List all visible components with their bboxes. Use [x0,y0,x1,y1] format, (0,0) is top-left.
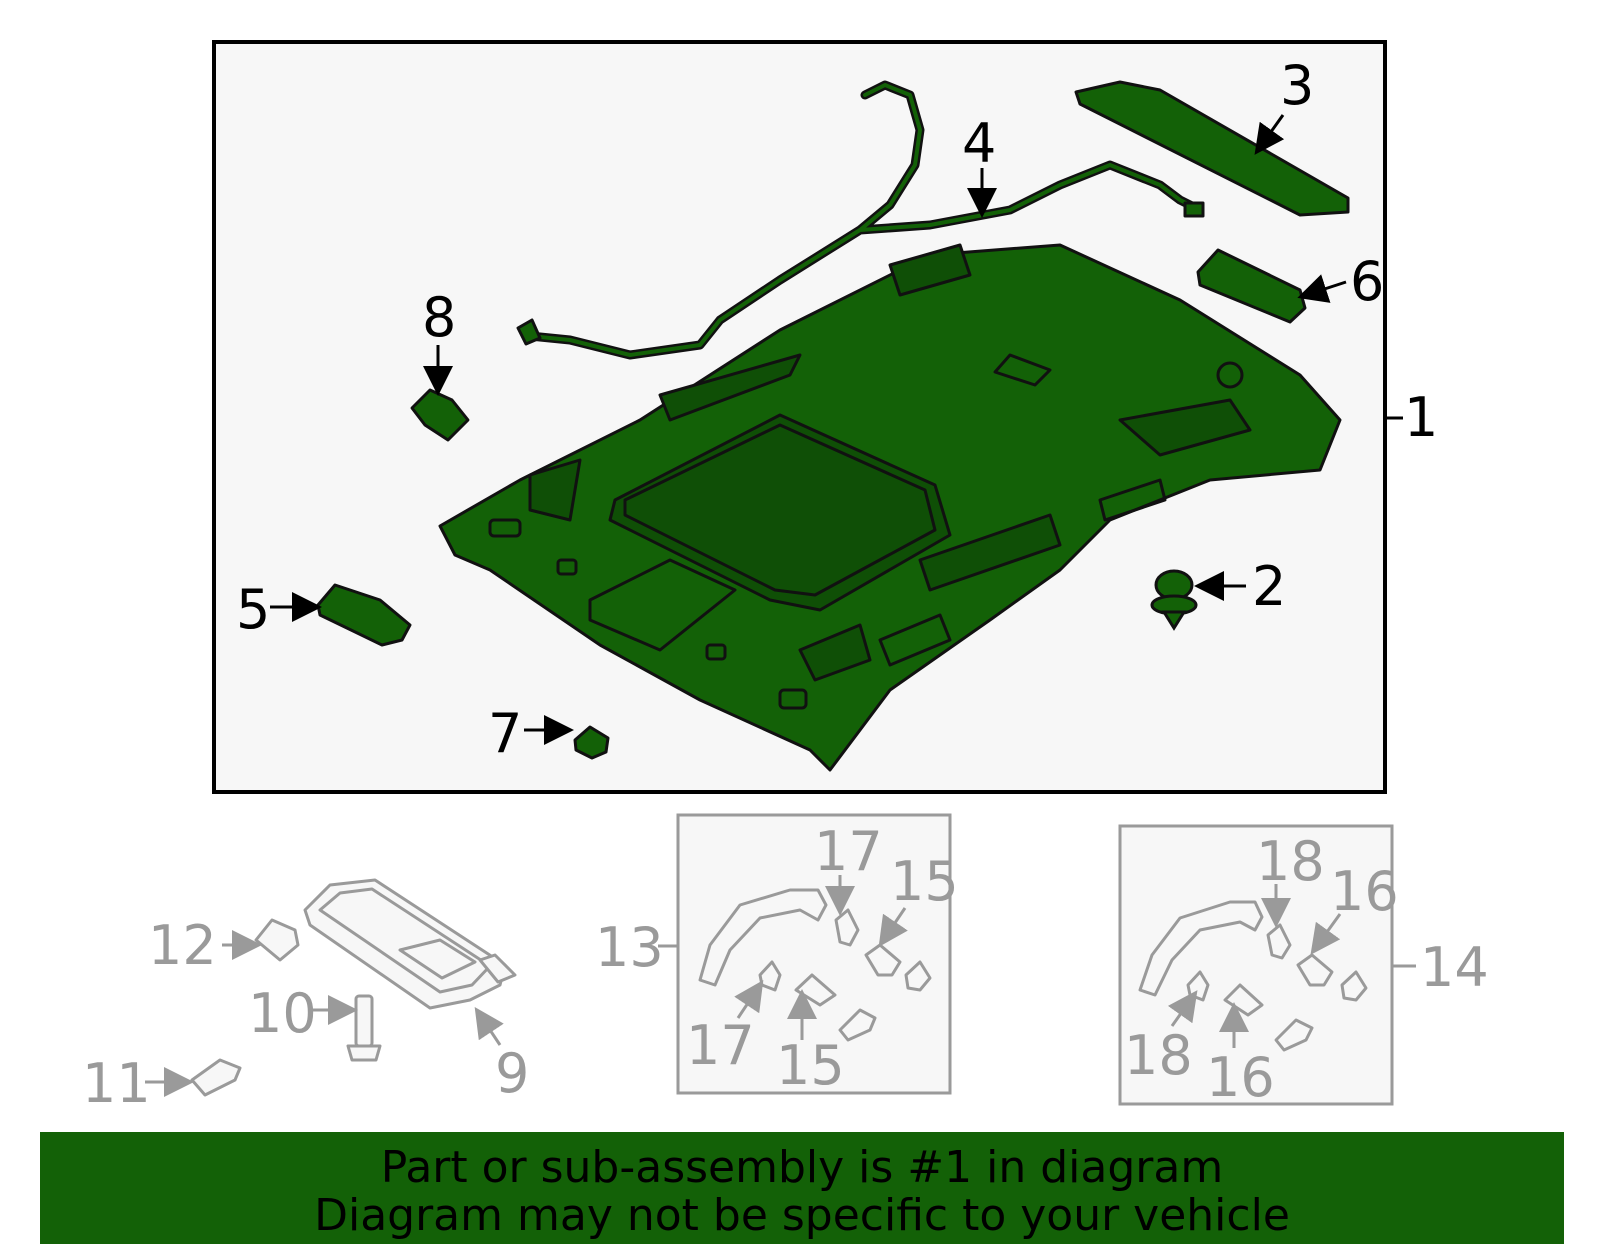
callout-13: 13 [595,916,664,979]
banner-line-1: Part or sub-assembly is #1 in diagram [381,1142,1223,1193]
clip-part-12[interactable] [254,918,300,962]
leader-lines-box-14 [1167,884,1416,1048]
clip-part-11[interactable] [190,1058,242,1097]
callout-8: 8 [422,286,456,349]
callout-14: 14 [1420,936,1489,999]
callout-3: 3 [1280,54,1314,117]
module-part-6[interactable] [1196,248,1307,324]
bracket-part-5[interactable] [316,583,412,647]
callout-5: 5 [236,578,270,641]
callout-6: 6 [1350,250,1384,313]
grab-handle-part-13[interactable] [698,888,932,1042]
callout-15a: 15 [890,850,959,913]
callout-16a: 16 [1330,860,1399,923]
callout-12: 12 [148,914,217,977]
callout-9: 9 [495,1042,529,1105]
bolt-part-10[interactable] [346,994,382,1062]
callout-18b: 18 [1124,1024,1193,1087]
sun-visor-part-9[interactable] [303,878,517,1010]
banner-line-2: Diagram may not be specific to your vehi… [314,1190,1290,1241]
callout-10: 10 [248,982,317,1045]
callout-16b: 16 [1206,1046,1275,1109]
trim-strip-part-3[interactable] [1074,80,1350,217]
grab-handle-part-14[interactable] [1138,900,1368,1052]
leader-lines-main [270,114,1403,745]
callout-17b: 17 [686,1014,755,1077]
callout-15b: 15 [776,1034,845,1097]
info-banner [40,1132,1564,1244]
callout-17a: 17 [814,820,883,883]
clip-part-7[interactable] [573,725,610,760]
callout-18a: 18 [1256,830,1325,893]
callout-11: 11 [82,1052,151,1115]
leader-lines-box-13 [658,875,908,1040]
leader-lines-secondary-left [145,930,504,1097]
callout-4: 4 [962,112,996,175]
headliner-part-1[interactable] [438,243,1342,772]
clip-part-2[interactable] [1150,569,1198,631]
callout-1: 1 [1404,386,1438,449]
callout-7: 7 [488,702,522,765]
callout-2: 2 [1252,555,1286,618]
wiring-harness-part-4[interactable] [516,80,1205,360]
